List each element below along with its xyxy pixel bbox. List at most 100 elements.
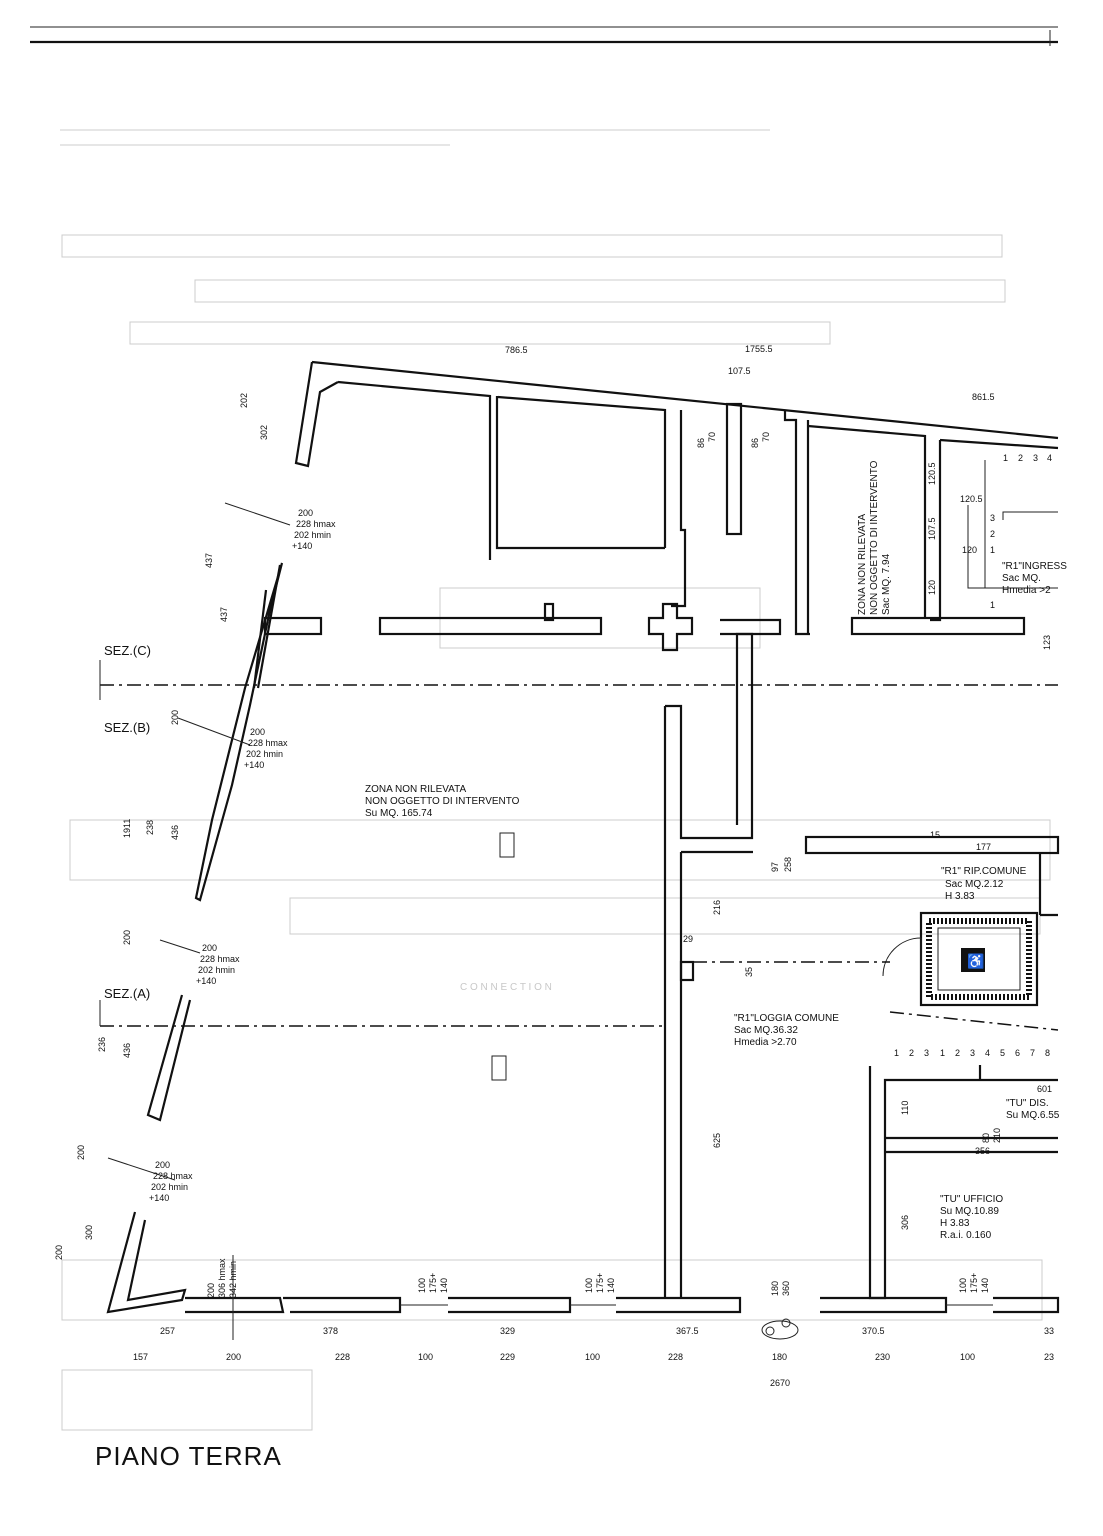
- dim-15: 15: [930, 830, 940, 840]
- window-note: 200 228 hmax 202 hmin +140: [149, 1160, 193, 1203]
- room-ufficio-line4: R.a.i. 0.160: [940, 1230, 992, 1241]
- dim-bottom: 100: [418, 1352, 433, 1362]
- entrance-symbol-icon: [761, 1318, 799, 1340]
- note-342: 342 hmin: [228, 1261, 238, 1298]
- dim-120-5b: 120.5: [960, 494, 983, 504]
- window-note-b: 228 hmax: [200, 954, 240, 964]
- dim-601: 601: [1037, 1084, 1052, 1094]
- pillars: [491, 832, 515, 1081]
- bleed-text: C O N N E C T I O N: [460, 982, 552, 993]
- room-ufficio-line3: H 3.83: [940, 1218, 970, 1229]
- sheet-frame: [30, 26, 1058, 46]
- dim-97: 97: [770, 862, 780, 872]
- dim-bottom: 23: [1044, 1352, 1054, 1362]
- dim-bottom: 370.5: [862, 1326, 885, 1336]
- dim-top-3: 107.5: [728, 366, 751, 376]
- dim-left: 202: [239, 393, 249, 408]
- dim-left: 1911: [122, 819, 132, 838]
- room-ingresso-line1: "R1"INGRESS: [1002, 561, 1067, 572]
- dim-left: 238: [145, 820, 155, 835]
- bottom-facade: [185, 1296, 1060, 1314]
- zone-main-line3: Su MQ. 165.74: [365, 808, 433, 819]
- wheelchair-icon: [961, 948, 985, 972]
- zone-north-line1: ZONA NON RILEVATA: [857, 514, 868, 615]
- note-200: 200: [206, 1283, 216, 1298]
- window-leaders: [107, 502, 291, 1340]
- dim-left: 200: [76, 1145, 86, 1160]
- dim-35: 35: [744, 967, 754, 977]
- window-note: 200 228 hmax 202 hmin +140: [244, 727, 288, 770]
- zone-main-line2: NON OGGETTO DI INTERVENTO: [365, 796, 520, 807]
- dim-bottom: 229: [500, 1352, 515, 1362]
- dim-bottom: 230: [875, 1352, 890, 1362]
- step-label: 6: [1015, 1048, 1020, 1058]
- dim-107-5: 107.5: [927, 517, 937, 540]
- dim-left: 302: [259, 425, 269, 440]
- dim-86a: 86: [696, 438, 706, 448]
- dim-70b: 70: [761, 432, 771, 442]
- note-306: 306 hmax: [217, 1258, 227, 1298]
- exterior-wall-left: [106, 360, 1059, 1314]
- zone-north-line3: Sac MQ. 7.94: [881, 553, 892, 615]
- dim-356: 356: [975, 1146, 990, 1156]
- svg-text:♿: ♿: [967, 953, 984, 970]
- room-ufficio-line2: Su MQ.10.89: [940, 1206, 999, 1217]
- dim-110: 110: [900, 1101, 910, 1115]
- bottom-notes: 200 306 hmax 342 hmin 100 175+ 140 100 1…: [206, 1258, 990, 1298]
- section-lines: [99, 660, 1059, 1031]
- dim-top-4: 861.5: [972, 392, 995, 402]
- door-note-c: 140: [606, 1278, 616, 1293]
- dim-bottom: 257: [160, 1326, 175, 1336]
- step-label: 3: [1033, 453, 1038, 463]
- step-label: 8: [1045, 1048, 1050, 1058]
- stair-top: [967, 460, 1058, 589]
- zone-north-label: ZONA NON RILEVATA NON OGGETTO DI INTERVE…: [857, 460, 892, 615]
- window-note: 200 228 hmax 202 hmin +140: [196, 943, 240, 986]
- window-note-b: 228 hmax: [248, 738, 288, 748]
- dim-bottom: 367.5: [676, 1326, 699, 1336]
- dim-bottom: 180: [772, 1352, 787, 1362]
- dim-left: 436: [170, 825, 180, 840]
- door-note-c: 140: [439, 1278, 449, 1293]
- step-label: 2: [909, 1048, 914, 1058]
- dim-bottom: 100: [960, 1352, 975, 1362]
- door-note-c: 140: [980, 1278, 990, 1293]
- plan-title: PIANO TERRA: [95, 1441, 282, 1471]
- section-b-label: SEZ.(B): [104, 720, 150, 735]
- step-label: 5: [1000, 1048, 1005, 1058]
- room-ingresso-line3: Hmedia >2: [1002, 585, 1051, 596]
- room-ripcomune-line1: "R1" RIP.COMUNE: [941, 866, 1027, 877]
- dim-bottom: 200: [226, 1352, 241, 1362]
- door-note-a: 100: [958, 1278, 968, 1293]
- room-dis: "TU" DIS. Su MQ.6.55: [1006, 1098, 1060, 1121]
- dim-left: 200: [170, 710, 180, 725]
- dim-top-2: 1755.5: [745, 344, 773, 354]
- dim-left: 300: [84, 1225, 94, 1240]
- dim-left: 437: [204, 553, 214, 568]
- window-note-d: +140: [196, 976, 216, 986]
- dim-bottom: 228: [668, 1352, 683, 1362]
- dim-70a: 70: [707, 432, 717, 442]
- door-note-b: 175+: [969, 1273, 979, 1293]
- dim-left: 436: [122, 1043, 132, 1058]
- step-label: 7: [1030, 1048, 1035, 1058]
- room-dis-line1: "TU" DIS.: [1006, 1098, 1049, 1109]
- dim-bottom: 228: [335, 1352, 350, 1362]
- dim-2: 2: [990, 529, 995, 539]
- section-a-label: SEZ.(A): [104, 986, 150, 1001]
- dim-120-5a: 120.5: [927, 462, 937, 485]
- dim-86b: 86: [750, 438, 760, 448]
- door-note-b: 175+: [595, 1273, 605, 1293]
- window-note-c: 202 hmin: [246, 749, 283, 759]
- left-dims: 202 302 437 437 200 1911 238 436 200 236…: [54, 393, 269, 1260]
- dim-bottom: 378: [323, 1326, 338, 1336]
- dim-210: 210: [992, 1128, 1002, 1143]
- dim-120a: 120: [927, 580, 937, 595]
- step-label: 2: [955, 1048, 960, 1058]
- room-ripcomune-line3: H 3.83: [945, 891, 975, 902]
- bleed-through-marks: C O N N E C T I O N: [60, 129, 1051, 1431]
- section-c-label: SEZ.(C): [104, 643, 151, 658]
- room-ufficio-line1: "TU" UFFICIO: [940, 1194, 1003, 1205]
- elevator-shaft: ♿: [882, 911, 1039, 1007]
